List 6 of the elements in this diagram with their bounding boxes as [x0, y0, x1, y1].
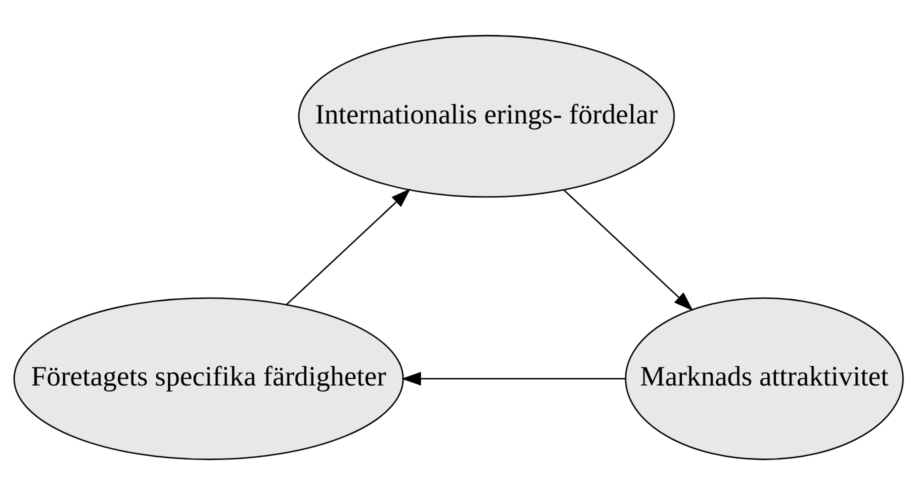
node-ellipse: Företagets specifika färdigheter	[13, 297, 404, 460]
node-ellipse: Internationalis erings- fördelar	[298, 34, 675, 198]
arrow	[401, 372, 626, 386]
arrow	[563, 190, 694, 311]
node-ellipse: Marknads attraktivitet	[624, 297, 904, 460]
arrow	[286, 188, 411, 305]
